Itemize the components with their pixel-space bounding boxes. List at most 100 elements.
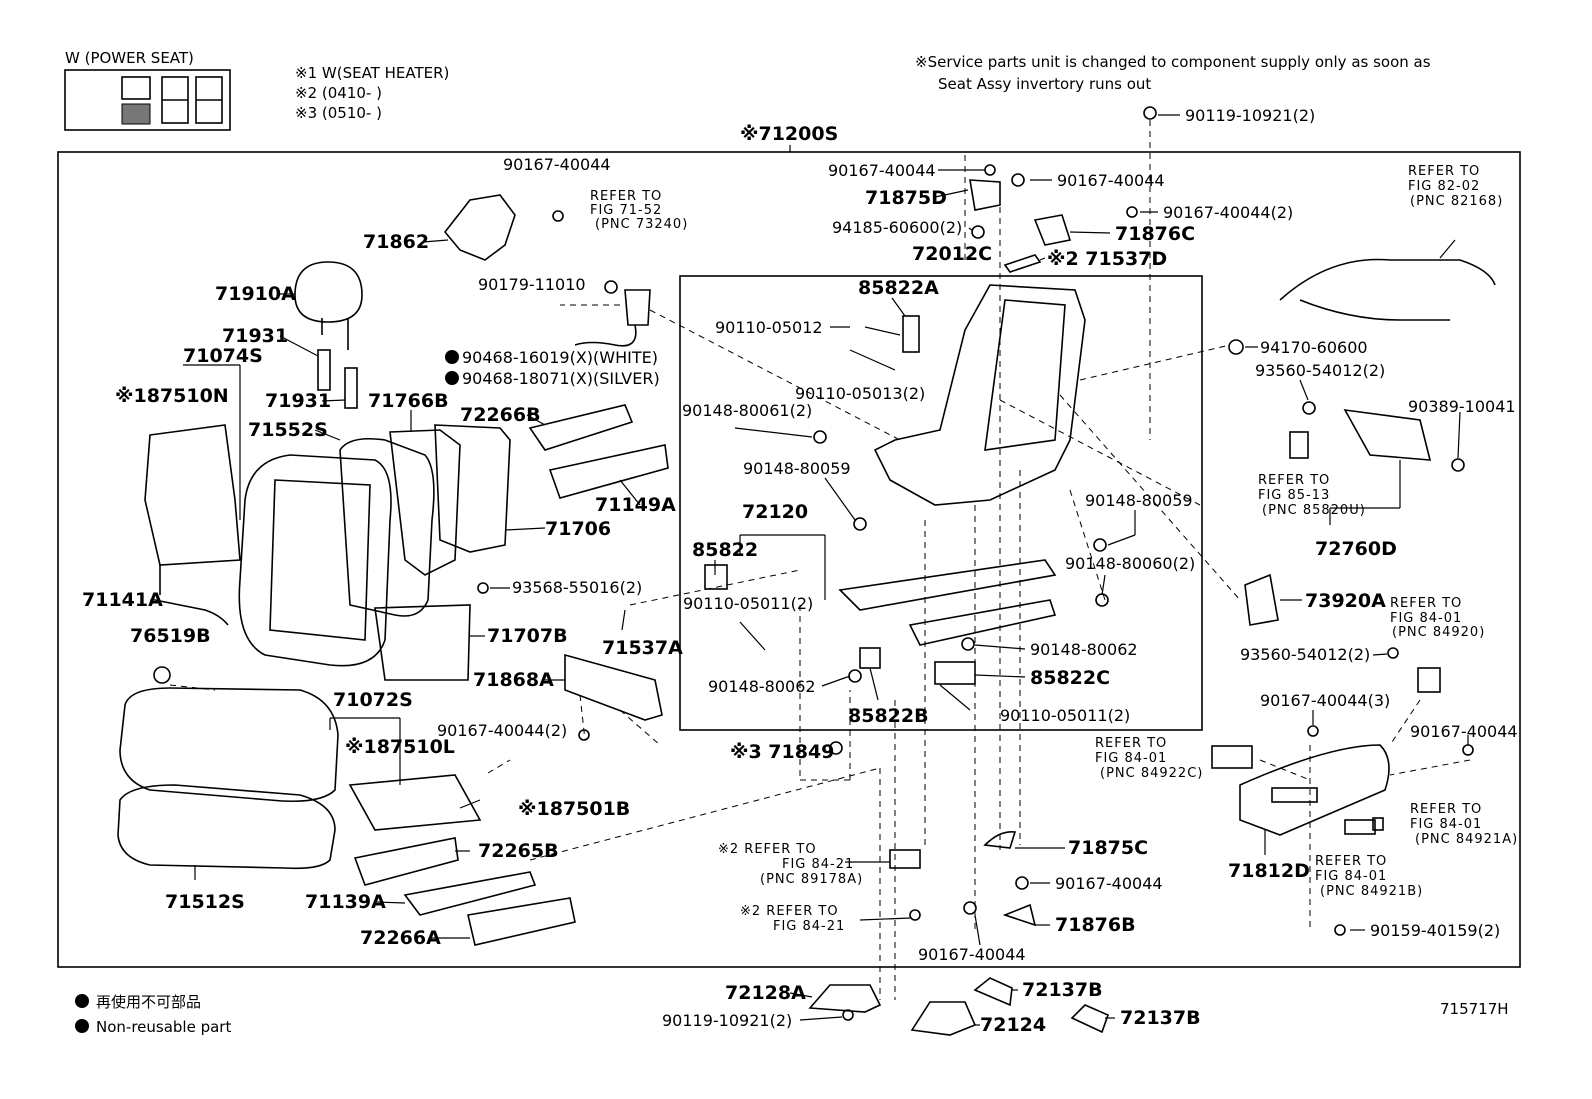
support-71931a-drawing	[317, 349, 331, 391]
label-90148-80059b: 90148-80059	[1085, 491, 1193, 510]
cover-72137B-a-drawing	[973, 977, 1013, 1007]
cushion-pad-drawing	[117, 784, 336, 870]
knob-84921A-drawing	[1372, 817, 1384, 831]
label-90119-10921-bot: 90119-10921(2)	[662, 1011, 792, 1030]
service-note-line1: ※Service parts unit is changed to compon…	[915, 53, 1431, 71]
ref-84-21b-line2: FIG 84-21	[773, 919, 845, 934]
label-71537D: ※2 71537D	[1047, 248, 1167, 270]
label-72137B-a: 72137B	[1022, 979, 1103, 1001]
part-drawings	[117, 179, 1496, 1036]
label-71766B: 71766B	[368, 390, 449, 412]
panel-71766B-drawing	[389, 429, 461, 576]
clip-71537D-drawing	[1003, 254, 1042, 273]
figure-id: 715717H	[1440, 1000, 1509, 1018]
note-3: ※3 (0510- )	[295, 104, 382, 122]
label-85822B: 85822B	[848, 705, 929, 727]
bolt-icon	[963, 901, 977, 915]
cover-72137B-b-drawing	[1070, 1004, 1110, 1034]
cover-72265B-drawing	[353, 837, 459, 886]
bolt-icon	[1334, 924, 1346, 936]
bolt-icon	[1095, 593, 1109, 607]
ref-84-01a-line3: (PNC 84920)	[1392, 625, 1485, 640]
label-90110-05011a: 90110-05011(2)	[683, 594, 813, 613]
label-71812D: 71812D	[1228, 860, 1310, 882]
legend-english: Non-reusable part	[96, 1018, 231, 1036]
bracket-72760D-drawing	[1343, 408, 1432, 461]
ref-84-01c-line3: (PNC 84921A)	[1415, 832, 1518, 847]
label-90110-05012: 90110-05012	[715, 318, 823, 337]
label-90167-40044-c3: 90167-40044(2)	[1163, 203, 1293, 222]
bolt-icon	[477, 582, 489, 594]
label-90167-40044-b1: 90167-40044	[1055, 874, 1163, 893]
cushion-cover-drawing	[119, 687, 339, 803]
bolt-icon	[842, 1009, 854, 1021]
part-labels: 71862 71910A 71931 71074S ※187510N 71931…	[82, 106, 1518, 1036]
shield-71812D-drawing	[1239, 744, 1390, 836]
label-71512S: 71512S	[165, 891, 245, 913]
legend: 再使用不可部品 Non-reusable part	[75, 993, 231, 1036]
leader-lines	[150, 114, 1469, 1026]
label-71862: 71862	[363, 231, 429, 253]
ref-84-01b-line1: REFER TO	[1095, 736, 1167, 751]
bolt-icon	[1093, 538, 1107, 552]
ref-84-01c-line1: REFER TO	[1410, 802, 1482, 817]
label-90468-16019: 90468-16019(X)(WHITE)	[462, 348, 658, 367]
ref-85-13-line2: FIG 85-13	[1258, 488, 1330, 503]
harness-drawing	[1279, 258, 1496, 321]
ref-84-21b-line1: ※2 REFER TO	[740, 904, 839, 919]
variant-frame	[64, 69, 231, 131]
dashed-lines	[169, 120, 1471, 1000]
label-71141A: 71141A	[82, 589, 163, 611]
nut-icon	[1451, 458, 1465, 472]
label-72266A: 72266A	[360, 927, 441, 949]
legend-japanese: 再使用不可部品	[96, 993, 201, 1011]
ref-82-02-line2: FIG 82-02	[1408, 179, 1480, 194]
label-90167-40044-r1: 90167-40044(3)	[1260, 691, 1390, 710]
bolt-icon	[848, 669, 862, 683]
knob-84921B-drawing	[1344, 819, 1376, 835]
variant-header: W (POWER SEAT) ※1 W(SEAT HEATER) ※2 (041…	[64, 49, 1431, 131]
bolt-icon	[961, 637, 975, 651]
label-90148-80060: 90148-80060(2)	[1065, 554, 1195, 573]
trim-71862-drawing	[443, 194, 516, 261]
label-90167-40044-c2: 90167-40044	[1057, 171, 1165, 190]
switch-84922C-drawing	[1211, 745, 1253, 769]
label-94170-60600: 94170-60600	[1260, 338, 1368, 357]
ref-84-01c-line2: FIG 84-01	[1410, 817, 1482, 832]
label-71072S: 71072S	[333, 689, 413, 711]
cover-71875C-drawing	[983, 830, 1017, 849]
reference-callouts: REFER TO FIG 71-52 (PNC 73240) REFER TO …	[590, 164, 1518, 934]
bolt-icon	[909, 909, 921, 921]
label-90110-05011b: 90110-05011(2)	[1000, 706, 1130, 725]
board-71706-drawing	[434, 424, 511, 553]
bolt-icon	[1462, 744, 1474, 756]
power-seat-switch-icon	[121, 76, 223, 125]
note-1: ※1 W(SEAT HEATER)	[295, 64, 449, 82]
label-90468-18071: 90468-18071(X)(SILVER)	[462, 369, 660, 388]
label-187510N: ※187510N	[115, 385, 229, 407]
label-90148-80062a: 90148-80062	[708, 677, 816, 696]
wire-71141A-drawing	[154, 599, 229, 626]
label-187501B: ※187501B	[518, 798, 630, 820]
cover-72266B-drawing	[528, 404, 634, 451]
label-72137B-b: 72137B	[1120, 1007, 1201, 1029]
motor-85822-drawing	[704, 564, 728, 590]
ref-84-21a-line2: FIG 84-21	[782, 857, 854, 872]
ref-84-01d-line3: (PNC 84921B)	[1320, 884, 1423, 899]
label-93560-54012b: 93560-54012(2)	[1240, 645, 1370, 664]
assembly-label: ※71200S	[740, 123, 838, 145]
ref-82-02-line1: REFER TO	[1408, 164, 1480, 179]
label-71074S: 71074S	[183, 345, 263, 367]
label-71875C: 71875C	[1068, 837, 1148, 859]
label-73920A: 73920A	[1305, 590, 1386, 612]
cover-71868A-drawing	[564, 653, 663, 721]
ref-84-01b-line3: (PNC 84922C)	[1100, 766, 1203, 781]
label-71876C: 71876C	[1115, 223, 1195, 245]
bolt-icon	[1143, 106, 1157, 120]
label-71149A: 71149A	[595, 494, 676, 516]
bolt-icon	[984, 164, 996, 176]
label-71706: 71706	[545, 518, 611, 540]
bolt-icon	[1011, 173, 1025, 187]
ref-84-01a-line1: REFER TO	[1390, 596, 1462, 611]
